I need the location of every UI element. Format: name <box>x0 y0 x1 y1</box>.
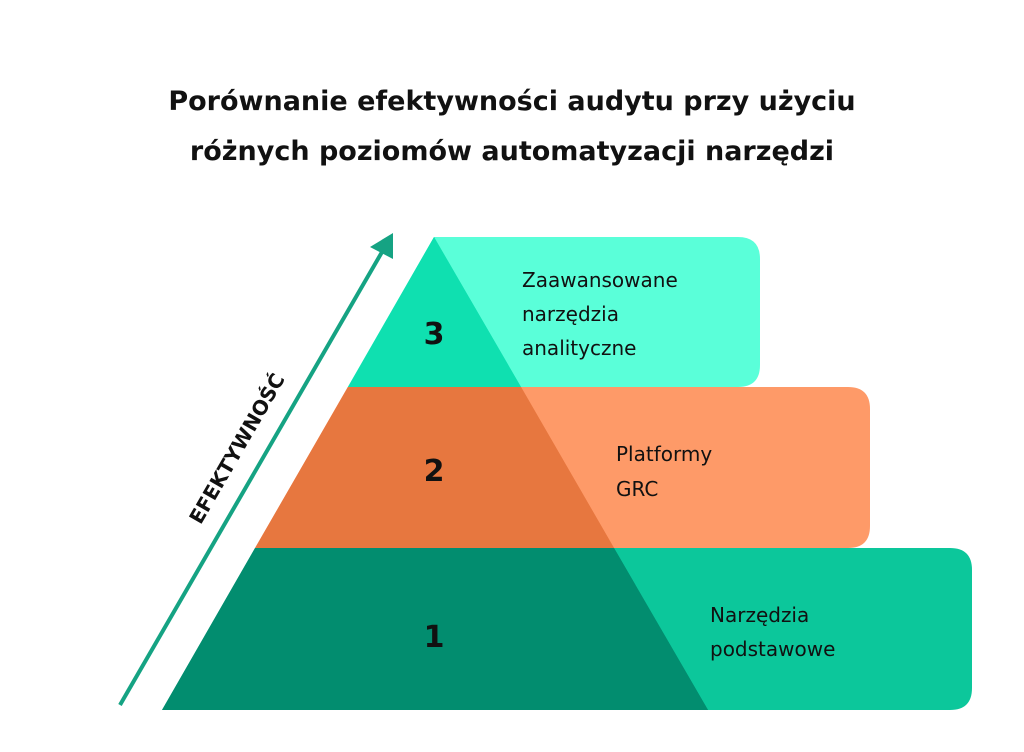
tier-3-label-line-2: narzędzia <box>522 302 619 326</box>
efficiency-arrow <box>118 250 384 707</box>
pyramid-apex <box>348 237 521 387</box>
title-line-2: różnych poziomów automatyzacji narzędzi <box>190 136 834 167</box>
tier-3-label-line-1: Zaawansowane <box>522 268 678 292</box>
pyramid-middle <box>255 387 614 548</box>
pyramid-base <box>162 548 708 710</box>
tier-1-number: 1 <box>424 620 445 655</box>
tier-2-label-line-1: Platformy <box>616 442 712 466</box>
arrow-head-icon <box>370 233 393 259</box>
tier-1-label-line-2: podstawowe <box>710 637 835 661</box>
tier-1-label-line-1: Narzędzia <box>710 603 809 627</box>
tier-3-number: 3 <box>424 317 445 352</box>
tier-3-label-line-3: analityczne <box>522 336 636 360</box>
title-line-1: Porównanie efektywności audytu przy użyc… <box>168 86 855 117</box>
tier-2-number: 2 <box>424 454 445 489</box>
tier-2-label-line-2: GRC <box>616 477 658 501</box>
